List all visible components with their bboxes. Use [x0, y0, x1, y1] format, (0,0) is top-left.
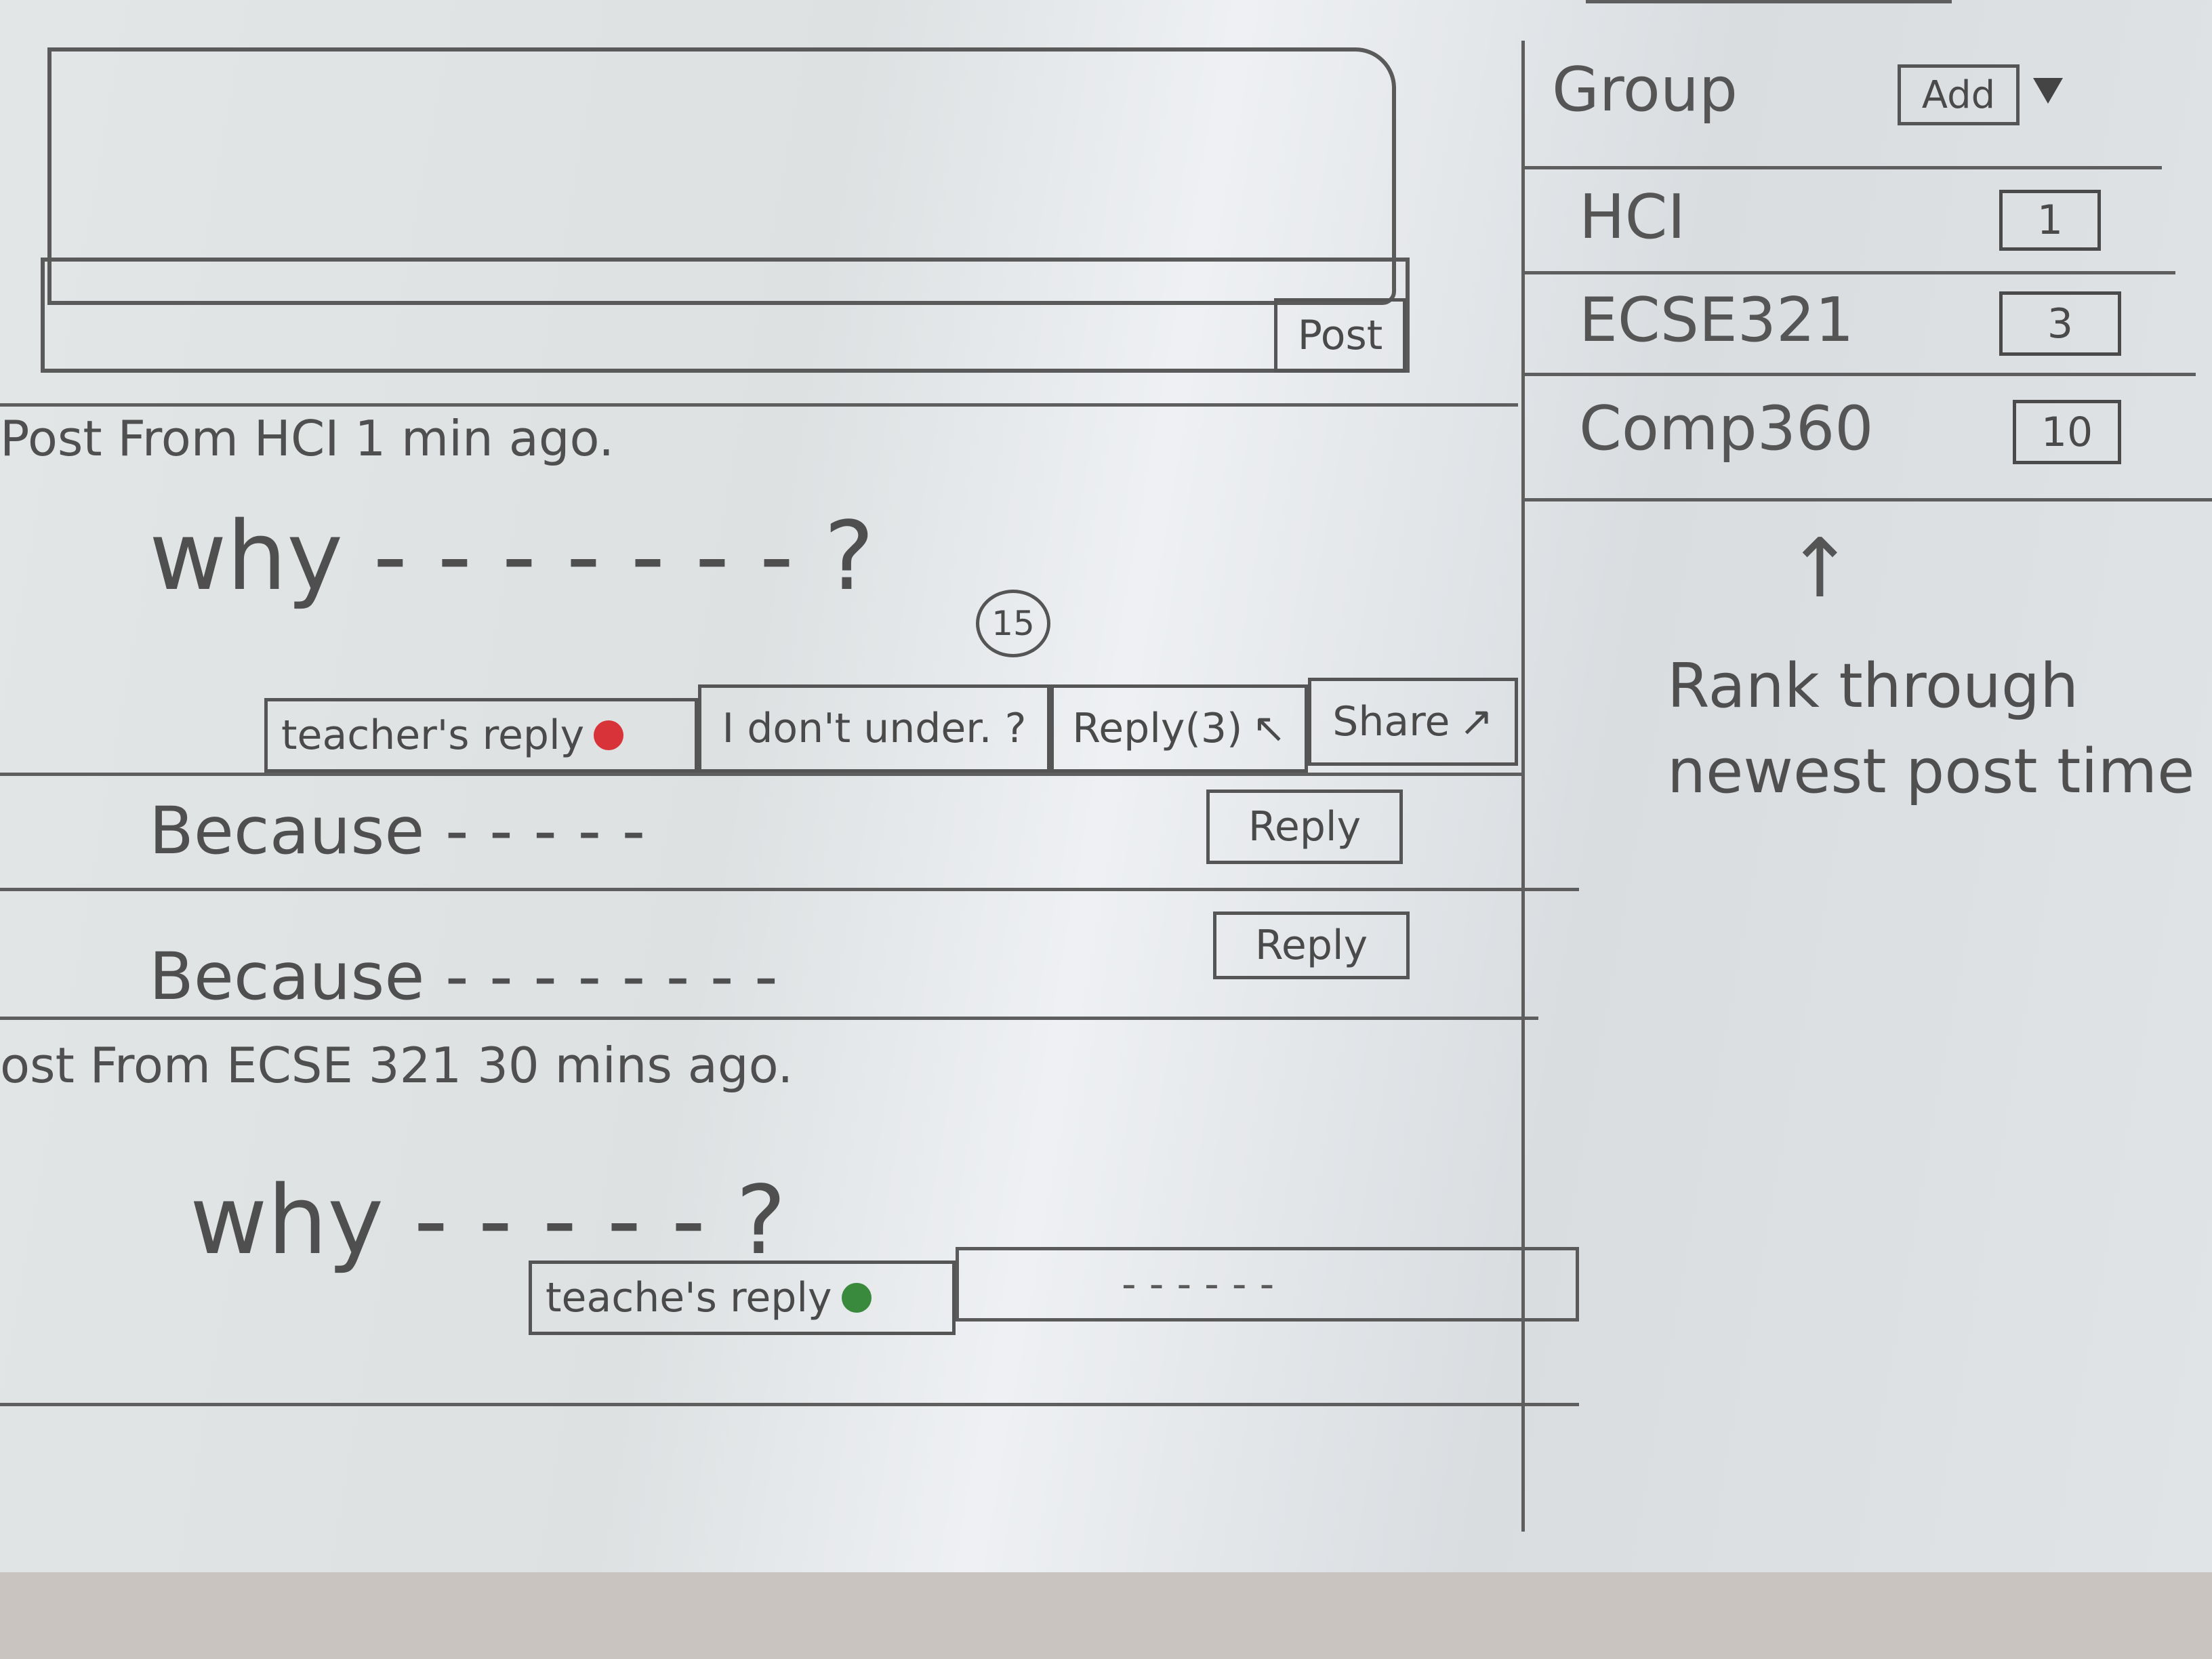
group-item-name: Comp360	[1579, 393, 1874, 464]
post-meta: ost From ECSE 321 30 mins ago.	[0, 1037, 794, 1094]
add-group-label: Add	[1921, 73, 1996, 117]
sketch-paper	[0, 0, 2212, 1572]
group-unread-badge: 10	[2013, 400, 2121, 464]
reply-text: Because - - - - -	[149, 793, 646, 869]
sidebar-divider	[1521, 41, 1525, 1532]
divider	[1525, 498, 2212, 501]
post-question: why - - - - - ?	[190, 1166, 786, 1276]
group-item-ecse321[interactable]: ECSE321 3	[1525, 274, 2189, 373]
comment-count-bubble: 15	[976, 590, 1050, 657]
group-unread-badge: 1	[1999, 190, 2101, 251]
dont-understand-button[interactable]: I don't under. ?	[698, 684, 1050, 773]
divider	[0, 403, 1518, 407]
divider	[0, 773, 1525, 776]
divider	[1525, 166, 2162, 169]
dont-understand-label: I don't under. ?	[722, 705, 1027, 752]
desk-surface	[0, 1572, 2212, 1659]
teacher-reply-label: teache's reply	[546, 1274, 832, 1322]
divider	[0, 888, 1579, 891]
teacher-reply-status-dot	[594, 720, 624, 750]
sort-annotation: Rank through newest post time	[1667, 651, 2195, 807]
reply-input[interactable]: - - - - - -	[956, 1247, 1579, 1322]
divider	[0, 1017, 1538, 1020]
post-question: why - - - - - - - ?	[149, 501, 875, 612]
reply-count-label: Reply(3)	[1072, 705, 1243, 752]
group-item-comp360[interactable]: Comp360 10	[1525, 376, 2189, 488]
reply-text: Because - - - - - - - -	[149, 939, 778, 1015]
divider	[1525, 271, 2175, 274]
share-icon: ↗	[1459, 698, 1494, 745]
add-group-button[interactable]: Add	[1898, 64, 2020, 125]
comment-count-value: 15	[991, 604, 1035, 643]
post-composer-input-row[interactable]	[41, 258, 1410, 373]
reply-button[interactable]: Reply	[1213, 912, 1410, 979]
group-item-hci[interactable]: HCI 1	[1525, 169, 2189, 271]
share-label: Share	[1332, 698, 1450, 745]
group-item-name: HCI	[1579, 182, 1686, 253]
group-item-name: ECSE321	[1579, 285, 1854, 356]
reply-input-placeholder: - - - - - -	[1122, 1261, 1275, 1308]
teacher-reply-status-dot	[841, 1283, 872, 1313]
share-button[interactable]: Share ↗	[1308, 678, 1518, 766]
dropdown-arrow-icon[interactable]	[2033, 78, 2063, 104]
group-unread-badge: 3	[1999, 291, 2121, 356]
divider	[0, 1403, 1579, 1406]
group-header-title: Group	[1552, 54, 1738, 125]
teacher-reply-button[interactable]: teache's reply	[529, 1261, 956, 1335]
post-composer-textarea[interactable]	[47, 47, 1396, 305]
reply-count-button[interactable]: Reply(3) ↖	[1050, 684, 1308, 773]
post-meta: Post From HCI 1 min ago.	[0, 410, 615, 467]
divider	[1586, 0, 1952, 3]
teacher-reply-label: teacher's reply	[281, 712, 585, 759]
arrow-icon: ↖	[1252, 705, 1286, 752]
reply-button[interactable]: Reply	[1206, 790, 1403, 864]
teacher-reply-button[interactable]: teacher's reply	[264, 698, 698, 773]
divider	[1525, 373, 2196, 376]
post-button[interactable]: Post	[1274, 298, 1406, 373]
up-arrow-icon: ↑	[1786, 522, 1854, 616]
